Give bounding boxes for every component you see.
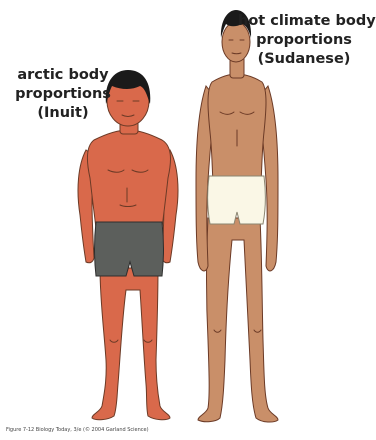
sudanese-figure — [196, 10, 278, 422]
sudanese-shorts — [208, 176, 266, 224]
sudanese-torso — [208, 74, 266, 182]
inuit-label-line-1: arctic body — [6, 66, 120, 85]
inuit-label-line-2: proportions — [6, 85, 120, 104]
sudanese-label-line-3: (Sudanese) — [238, 50, 370, 69]
inuit-legs — [92, 268, 170, 420]
inuit-label: arctic body proportions (Inuit) — [6, 66, 120, 123]
sudanese-label-line-1: hot climate body — [238, 12, 370, 31]
figure-caption: Figure 7-12 Biology Today, 3/e (© 2004 G… — [6, 427, 149, 433]
sudanese-legs — [198, 218, 278, 422]
inuit-label-line-3: (Inuit) — [6, 104, 120, 123]
sudanese-label-line-2: proportions — [238, 31, 370, 50]
sudanese-label: hot climate body proportions (Sudanese) — [238, 12, 370, 69]
inuit-torso — [87, 130, 170, 228]
